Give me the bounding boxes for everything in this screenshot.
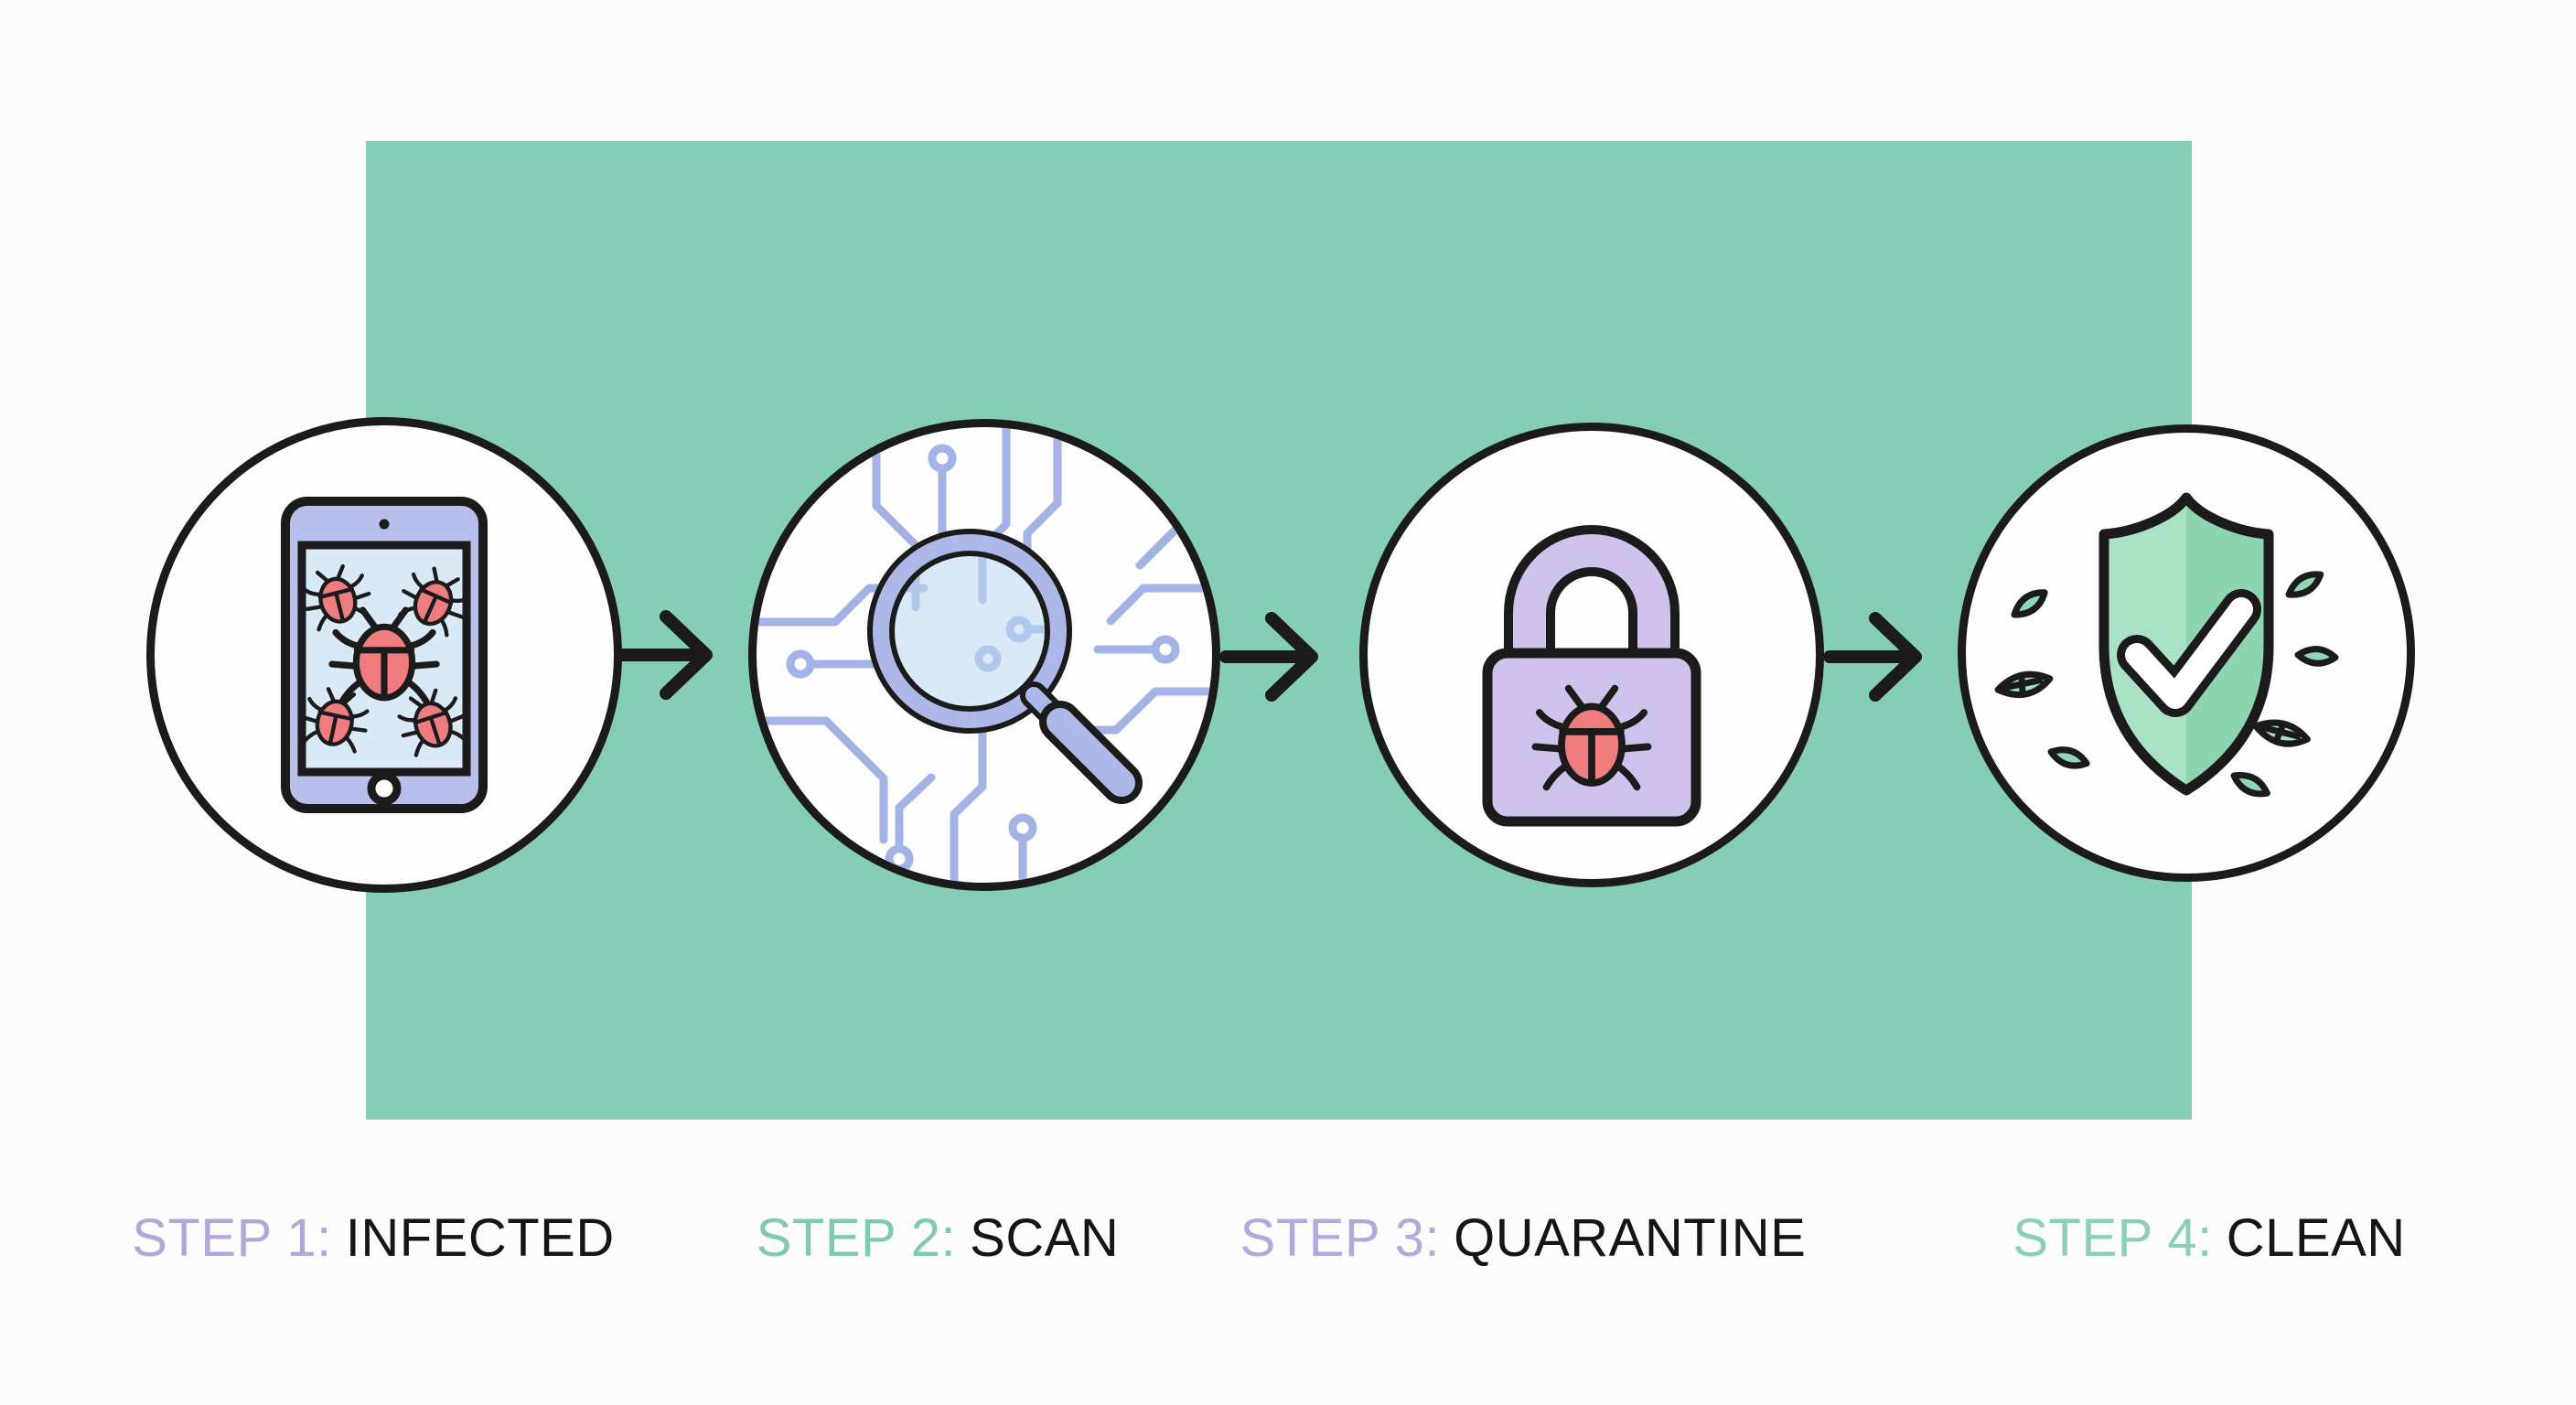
arrow-icon [1219,609,1345,704]
step-2-circle [748,419,1220,891]
arrow-icon [614,607,739,702]
magnifier-lens-tint [889,551,1050,712]
clean-shield-icon [1958,424,2415,882]
tablet-camera-dot [379,519,390,530]
scan-magnifier-icon [757,427,1212,883]
arrow-icon [1823,609,1948,704]
check-mark [2117,589,2261,717]
lock-shackle [1513,534,1670,668]
step-3-label-prefix: STEP 3: [1240,1208,1441,1268]
step-3-circle [1359,423,1824,887]
step-1-label: STEP 1:INFECTED [132,1207,614,1269]
step-3-label: STEP 3:QUARANTINE [1240,1207,1807,1269]
step-2-label: STEP 2:SCAN [757,1207,1120,1269]
magnifier-handle [1020,681,1143,804]
magnifier-ring [873,534,1067,728]
step-2-label-prefix: STEP 2: [756,1208,957,1268]
step-4-label-prefix: STEP 4: [2012,1208,2213,1268]
infected-tablet-icon [281,497,488,813]
tablet-home-button [367,771,402,806]
step-3-label-name: QUARANTINE [1454,1208,1807,1268]
leaf-outline [2285,570,2325,600]
step-1-label-name: INFECTED [345,1208,615,1268]
step-1-label-prefix: STEP 1: [132,1208,332,1268]
step-4-label-name: CLEAN [2226,1208,2406,1268]
step-4-label: STEP 4:CLEAN [2012,1207,2405,1269]
step-1-circle [146,417,622,893]
quarantine-lock-icon [1482,525,1701,827]
step-4-circle [1958,424,2415,882]
step-2-label-name: SCAN [970,1208,1120,1268]
